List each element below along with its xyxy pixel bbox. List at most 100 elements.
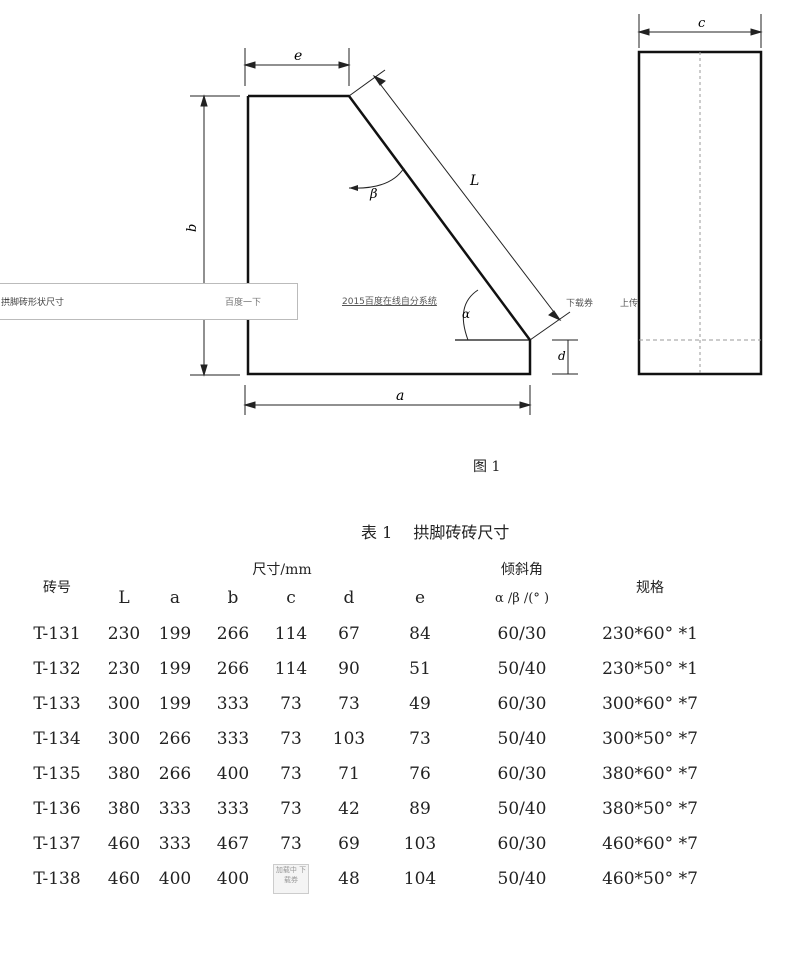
cell-l: 380 bbox=[107, 763, 141, 784]
cell-d: 67 bbox=[338, 623, 360, 644]
cell-angle: 50/40 bbox=[497, 868, 547, 889]
cell-c: 73 bbox=[280, 763, 302, 784]
cell-a: 333 bbox=[158, 833, 192, 854]
cell-b: 266 bbox=[216, 658, 250, 679]
cell-e: 49 bbox=[409, 693, 431, 714]
brick-drawing: e b L β α d a bbox=[185, 14, 763, 415]
cell-e: 84 bbox=[409, 623, 431, 644]
cell-angle: 60/30 bbox=[497, 763, 547, 784]
cell-a: 199 bbox=[158, 658, 192, 679]
cell-b: 400 bbox=[216, 763, 250, 784]
dimension-c bbox=[637, 14, 763, 48]
header-col-d: d bbox=[343, 588, 355, 608]
cell-d: 73 bbox=[338, 693, 360, 714]
overlay-search-source[interactable]: 百度一下 bbox=[225, 298, 262, 308]
cell-c: 114 bbox=[274, 623, 308, 644]
cell-c: 加载中 下载券 bbox=[262, 861, 320, 896]
cell-a: 266 bbox=[158, 763, 192, 784]
cell-l: 380 bbox=[107, 798, 141, 819]
label-c: c bbox=[698, 16, 706, 31]
header-spec: 规格 bbox=[636, 580, 664, 596]
cell-l: 230 bbox=[107, 623, 141, 644]
cell-l: 460 bbox=[107, 833, 141, 854]
brick-size-table: 砖号 尺寸/mm 倾斜角 规格 L a b c d e α /β /(° ) T… bbox=[12, 558, 718, 896]
cell-no: T-131 bbox=[33, 623, 81, 644]
watermark-center: 2015百度在线自分系统 bbox=[342, 297, 437, 307]
dimension-e bbox=[243, 48, 351, 86]
table-caption: 表 1 拱脚砖砖尺寸 bbox=[361, 523, 510, 542]
cell-l: 230 bbox=[107, 658, 141, 679]
cell-d: 48 bbox=[338, 868, 360, 889]
cell-spec: 230*50° *1 bbox=[602, 658, 698, 679]
cell-b: 333 bbox=[216, 728, 250, 749]
cell-l: 300 bbox=[107, 693, 141, 714]
label-beta: β bbox=[369, 187, 378, 202]
table-row: T-132 230 199 266 114 90 51 50/40 230*50° *1 bbox=[12, 651, 718, 686]
cell-angle: 60/30 bbox=[497, 623, 547, 644]
cell-c: 73 bbox=[280, 833, 302, 854]
header-brick-no: 砖号 bbox=[43, 580, 71, 596]
cell-spec: 460*60° *7 bbox=[602, 833, 698, 854]
cell-no: T-135 bbox=[33, 763, 81, 784]
cell-d: 69 bbox=[338, 833, 360, 854]
cell-spec: 380*60° *7 bbox=[602, 763, 698, 784]
loading-stamp: 加载中 下载券 bbox=[273, 863, 309, 894]
table-row: T-137 460 333 467 73 69 103 60/30 460*60° *7 bbox=[12, 826, 718, 861]
cell-l: 300 bbox=[107, 728, 141, 749]
cell-e: 51 bbox=[409, 658, 431, 679]
cell-spec: 460*50° *7 bbox=[602, 868, 698, 889]
title-overlay: 拱脚砖形状尺寸 百度一下 bbox=[0, 283, 298, 320]
cell-no: T-134 bbox=[33, 728, 81, 749]
cell-d: 90 bbox=[338, 658, 360, 679]
cell-e: 73 bbox=[409, 728, 431, 749]
cell-c: 73 bbox=[280, 693, 302, 714]
cell-e: 76 bbox=[409, 763, 431, 784]
brick-outline bbox=[246, 94, 532, 376]
cell-no: T-137 bbox=[33, 833, 81, 854]
cell-b: 333 bbox=[216, 798, 250, 819]
dimension-b bbox=[190, 94, 240, 377]
header-angle: 倾斜角 bbox=[501, 562, 543, 578]
cell-d: 103 bbox=[332, 728, 366, 749]
cell-l: 460 bbox=[107, 868, 141, 889]
cell-b: 467 bbox=[216, 833, 250, 854]
cell-spec: 300*60° *7 bbox=[602, 693, 698, 714]
cell-angle: 50/40 bbox=[497, 658, 547, 679]
header-col-c: c bbox=[286, 588, 296, 608]
cell-c: 73 bbox=[280, 798, 302, 819]
cell-angle: 60/30 bbox=[497, 693, 547, 714]
cell-angle: 50/40 bbox=[497, 728, 547, 749]
cell-spec: 230*60° *1 bbox=[602, 623, 698, 644]
cell-a: 333 bbox=[158, 798, 192, 819]
header-size: 尺寸/mm bbox=[252, 562, 312, 578]
watermark-right-b: 上传 bbox=[620, 299, 639, 309]
label-e: e bbox=[294, 48, 302, 64]
cell-a: 266 bbox=[158, 728, 192, 749]
label-L: L bbox=[469, 173, 479, 189]
cell-no: T-136 bbox=[33, 798, 81, 819]
header-col-L: L bbox=[118, 588, 130, 608]
cell-angle: 50/40 bbox=[497, 798, 547, 819]
cell-a: 400 bbox=[158, 868, 192, 889]
cell-angle: 60/30 bbox=[497, 833, 547, 854]
cell-c: 114 bbox=[274, 658, 308, 679]
label-alpha: α bbox=[462, 307, 470, 321]
dimension-d bbox=[552, 339, 578, 375]
cell-spec: 300*50° *7 bbox=[602, 728, 698, 749]
cell-no: T-133 bbox=[33, 693, 81, 714]
cell-a: 199 bbox=[158, 623, 192, 644]
dimension-a bbox=[243, 385, 532, 415]
header-col-b: b bbox=[227, 588, 239, 608]
cell-no: T-138 bbox=[33, 868, 81, 889]
dimension-L bbox=[348, 69, 571, 341]
figure-caption: 图 1 bbox=[473, 459, 501, 475]
cell-d: 42 bbox=[338, 798, 360, 819]
cell-b: 266 bbox=[216, 623, 250, 644]
cell-no: T-132 bbox=[33, 658, 81, 679]
cell-e: 103 bbox=[403, 833, 437, 854]
label-a: a bbox=[396, 388, 404, 404]
